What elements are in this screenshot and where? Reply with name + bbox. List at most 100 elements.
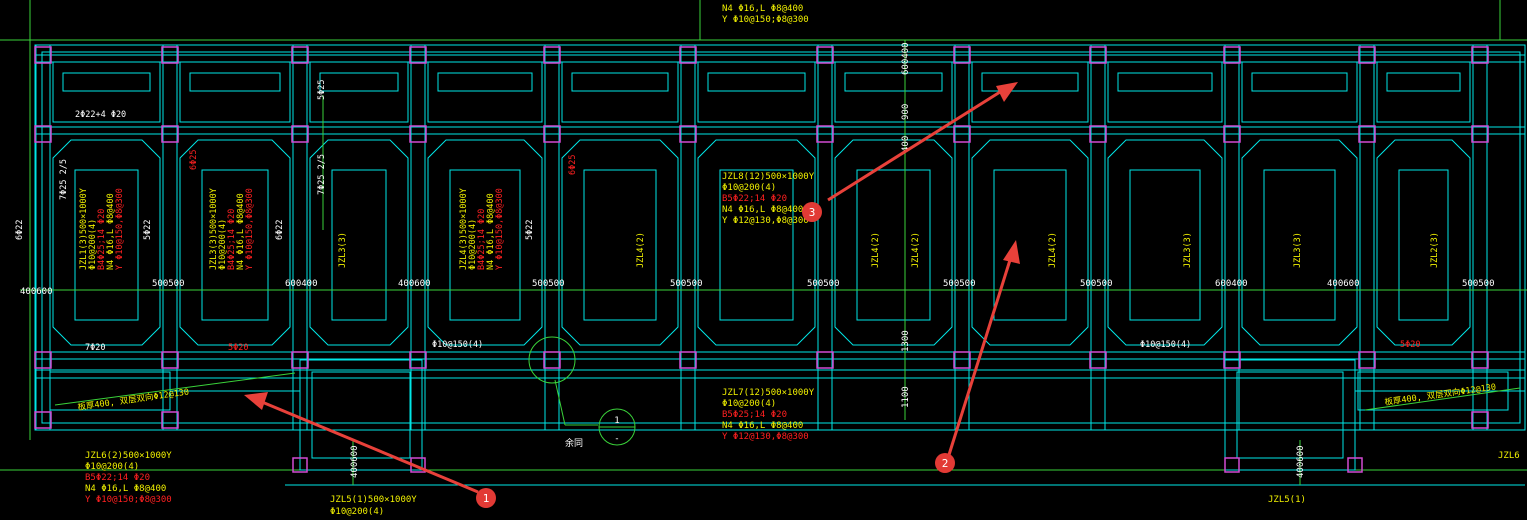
note-6d25: 6Φ25 [189,150,199,170]
jzl7-bottom: B5Φ25;14 Φ20 [722,410,787,420]
callout-markers: 1 2 3 [476,202,955,508]
callout-marker-2 [935,453,955,473]
column [816,46,834,64]
middle-panel-inner [1263,169,1336,321]
column [34,46,52,64]
dim-8: 500500 [943,279,976,289]
jzl8-bottom: B5Φ22;14 Φ20 [722,194,787,204]
callout-label-1: 1 [483,492,490,505]
top-annotation-line2: Y Φ10@150;Φ8@300 [722,15,809,25]
column [679,46,697,64]
jzl5-right-label: JZL5(1) [1268,495,1306,505]
column [1358,351,1376,369]
column [1223,46,1241,64]
jzl5-stirrup: Φ10@200(4) [330,507,384,517]
column [1224,457,1240,473]
short-beam-label: JZL4(2) [636,232,646,268]
vertical-beam-labels: JZL1(3)500×1000Y Φ10@200(4) B4Φ25;14 Φ20… [79,188,1440,270]
column [679,125,697,143]
middle-panel [1107,139,1223,346]
vertical-beam-strip [410,44,426,431]
column [543,46,561,64]
column [291,125,309,143]
note-6d22-b: 6Φ22 [275,220,285,240]
middle-panel-inner [993,169,1067,321]
top-cell-opening [844,72,943,92]
dim-12: 500500 [1462,279,1495,289]
jzl8-side: N4 Φ16,L Φ8@400 [722,205,803,215]
dim-v-top: 600400 [901,42,911,75]
jzl3-stirrup: Φ10@200(4) [218,219,228,270]
detail-circle [528,336,576,384]
column [543,125,561,143]
jzl3-label: JZL3(3)500×1000Y [209,188,219,270]
callout-label-2: 2 [942,457,949,470]
column [1471,125,1489,143]
jzl7-web: Y Φ12@130,Φ8@300 [722,432,809,442]
middle-panel-inner [74,169,139,321]
top-row-cells [52,61,1471,123]
callout-label-3: 3 [809,206,816,219]
short-beam-label: JZL3(3) [338,232,348,268]
vertical-beams [35,44,1488,431]
column [679,351,697,369]
middle-panel-inner [719,169,794,321]
middle-panel [971,139,1089,346]
short-beam-label: JZL2(3) [1430,232,1440,268]
vertical-beam-strip [544,44,560,431]
column [409,46,427,64]
dim-4: 400600 [398,279,431,289]
middle-row-panels [52,139,1471,346]
jzl3-web: Y Φ10@150,Φ8@300 [245,188,255,270]
short-beam-label: JZL3(3) [1293,232,1303,268]
jzl6-header: JZL6(2)500×1000Y [85,451,172,461]
middle-panel [1241,139,1358,346]
column [1347,457,1363,473]
top-annotation: N4 Φ16,L Φ8@400 Y Φ10@150;Φ8@300 [722,4,809,25]
dim-v-1300: 1300 [901,330,911,352]
note-5d22-b: 5Φ22 [525,220,535,240]
top-cell [1376,61,1471,123]
note-5d25-top: 5Φ25 [317,80,327,100]
note-5d22-a: 5Φ22 [143,220,153,240]
column [292,457,308,473]
callout-marker-1 [476,488,496,508]
callout-arrows [244,82,1020,494]
jzl4-label: JZL4(3)500×1000Y [459,188,469,270]
column [1089,125,1107,143]
columns [34,46,1489,473]
top-cell [697,61,816,123]
middle-panel-inner [331,169,387,321]
column [34,125,52,143]
vertical-beam-strip [1090,44,1106,431]
top-cell [52,61,161,123]
column [161,46,179,64]
short-beam-label: JZL4(2) [1048,232,1058,268]
column [1471,411,1489,429]
vertical-beam-strip [35,44,51,431]
jzl1-stirrup: Φ10@200(4) [88,219,98,270]
vertical-beam-strip [162,44,178,431]
top-cell [834,61,953,123]
column [816,125,834,143]
jzl7-stirrup: Φ10@200(4) [722,399,776,409]
short-beam-label: JZL3(3) [1183,232,1193,268]
middle-panel [52,139,161,346]
jzl3-side: N4 Φ16,L Φ8@400 [236,193,246,270]
dim-v-lower-left: 400600 [350,445,360,478]
vertical-beam-strip [817,44,833,431]
column [34,351,52,369]
column [953,351,971,369]
middle-panel [427,139,543,346]
dim-v-lower-right: 400600 [1296,445,1306,478]
short-beam-label: JZL4(2) [871,232,881,268]
note-5d20-b: 5Φ20 [1400,340,1420,350]
top-cell [1241,61,1358,123]
note-7d25: 7Φ25 2/5 [59,159,69,200]
column [953,46,971,64]
dim-9: 500500 [1080,279,1113,289]
column [543,351,561,369]
vertical-beam-strip [1359,44,1375,431]
